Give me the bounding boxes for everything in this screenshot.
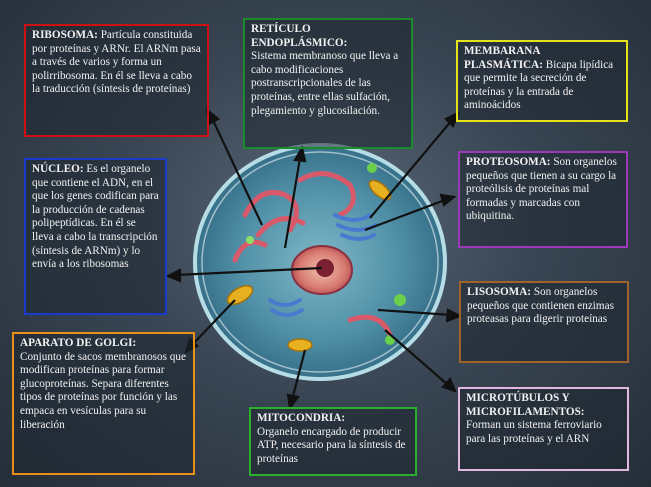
card-lisosoma: LISOSOMA: Son organelos pequeños que con… bbox=[459, 281, 629, 363]
golgi-shape bbox=[268, 213, 378, 317]
arrows bbox=[165, 107, 463, 411]
card-text: Es el organelo que contiene el ADN, en e… bbox=[32, 163, 159, 271]
card-proteosoma: PROTEOSOMA: Son organelos pequeños que t… bbox=[458, 151, 628, 248]
card-nucleo: NÚCLEO: Es el organelo que contiene el A… bbox=[24, 158, 167, 315]
card-text: Sistema membranoso que lleva a cabo modi… bbox=[251, 50, 399, 117]
card-title: RETÍCULO ENDOPLÁSMICO: bbox=[251, 23, 348, 49]
card-title: NÚCLEO: bbox=[32, 163, 84, 175]
card-membrana: MEMBARANA PLASMÁTICA: Bicapa lipídica qu… bbox=[456, 40, 628, 122]
card-text: Partícula constituida por proteínas y AR… bbox=[32, 29, 201, 96]
card-title: MICROTÚBULOS Y MICROFILAMENTOS: bbox=[466, 392, 585, 418]
card-reticulo: RETÍCULO ENDOPLÁSMICO: Sistema membranos… bbox=[243, 18, 413, 149]
card-title: LISOSOMA: bbox=[467, 286, 532, 298]
card-text: Son organelos pequeños que tienen a su c… bbox=[466, 156, 617, 223]
card-mitocondria: MITOCONDRIA: Organelo encargado de produ… bbox=[249, 407, 417, 476]
card-text: Son organelos pequeños que contienen enz… bbox=[467, 286, 614, 326]
mitochondria-shape bbox=[226, 179, 392, 352]
card-ribosoma: RIBOSOMA: Partícula constituida por prot… bbox=[24, 24, 209, 137]
card-title: MITOCONDRIA: bbox=[257, 412, 346, 424]
card-title: APARATO DE GOLGI: bbox=[20, 337, 137, 349]
card-text: Organelo encargado de producir ATP, nece… bbox=[257, 425, 406, 465]
endoplasmic-reticulum-shape bbox=[232, 171, 393, 338]
card-title: PROTEOSOMA: bbox=[466, 156, 551, 168]
card-text: Bicapa lipídica que permite la secreción… bbox=[464, 58, 614, 112]
card-text: Conjunto de sacos membranosos que modifi… bbox=[20, 350, 186, 431]
card-text: Forman un sistema ferroviario para las p… bbox=[466, 419, 602, 445]
card-microtubulos: MICROTÚBULOS Y MICROFILAMENTOS: Forman u… bbox=[458, 387, 629, 471]
card-title: RIBOSOMA: bbox=[32, 29, 98, 41]
card-golgi: APARATO DE GOLGI: Conjunto de sacos memb… bbox=[12, 332, 195, 475]
card-title: MEMBARANA PLASMÁTICA: bbox=[464, 45, 543, 71]
